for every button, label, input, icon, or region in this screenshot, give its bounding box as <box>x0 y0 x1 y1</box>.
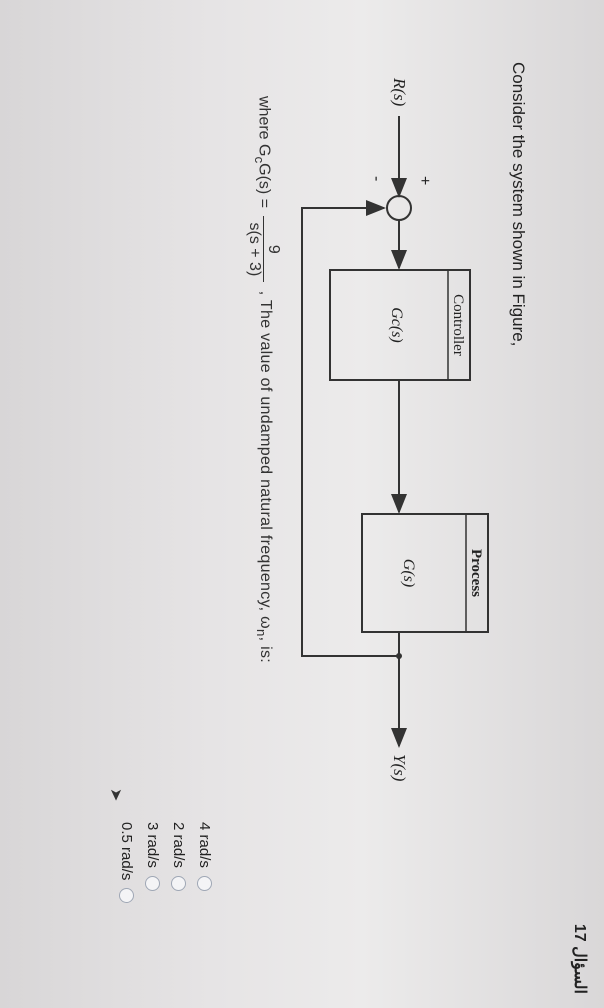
summing-junction <box>386 195 412 221</box>
radio-button[interactable] <box>197 875 213 891</box>
option-0-5-rad[interactable]: 0.5 rad/s <box>114 822 140 904</box>
radio-button[interactable] <box>145 875 161 891</box>
controller-title-box <box>447 269 471 381</box>
controller-tf: Gc(s) <box>388 307 405 343</box>
process-title-box <box>465 513 489 633</box>
option-label: 3 rad/s <box>144 822 162 868</box>
mouse-cursor-icon: ➤ <box>107 788 124 802</box>
option-label: 0.5 rad/s <box>118 822 136 881</box>
question-sentence: , The value of undamped natural frequenc… <box>253 290 274 664</box>
radio-button[interactable] <box>119 888 135 904</box>
input-label: R(s) <box>390 77 409 107</box>
option-label: 2 rad/s <box>170 822 188 868</box>
formula-mid: G(s) = <box>255 163 273 209</box>
feedback-path <box>301 200 399 657</box>
fraction-numerator: 9 <box>263 216 282 283</box>
option-label: 4 rad/s <box>196 822 214 868</box>
plus-sign: + <box>416 176 433 185</box>
option-2-rad[interactable]: 2 rad/s <box>166 822 192 903</box>
formula-prefix: where G <box>255 96 273 157</box>
fraction-denominator: s(s + 3) <box>246 222 263 277</box>
sentence-text: , The value of undamped natural frequenc… <box>256 290 274 629</box>
option-4-rad[interactable]: 4 rad/s <box>192 822 218 903</box>
sentence-end: , is: <box>256 636 274 664</box>
minus-sign: - <box>368 176 385 181</box>
option-3-rad[interactable]: 3 rad/s <box>140 822 166 903</box>
radio-button[interactable] <box>171 875 187 891</box>
sentence-sub: n <box>253 628 269 637</box>
process-tf: G(s) <box>400 559 417 587</box>
transfer-fraction: 9 s(s + 3) <box>245 216 282 283</box>
answer-options: 4 rad/s 2 rad/s 3 rad/s 0.5 rad/s <box>114 822 218 904</box>
controller-title: Controller <box>450 294 466 356</box>
output-label: Y(s) <box>390 754 409 782</box>
question-formula: where GcG(s) = 9 s(s + 3) , The value of… <box>245 96 282 663</box>
process-title: Process <box>468 549 484 597</box>
